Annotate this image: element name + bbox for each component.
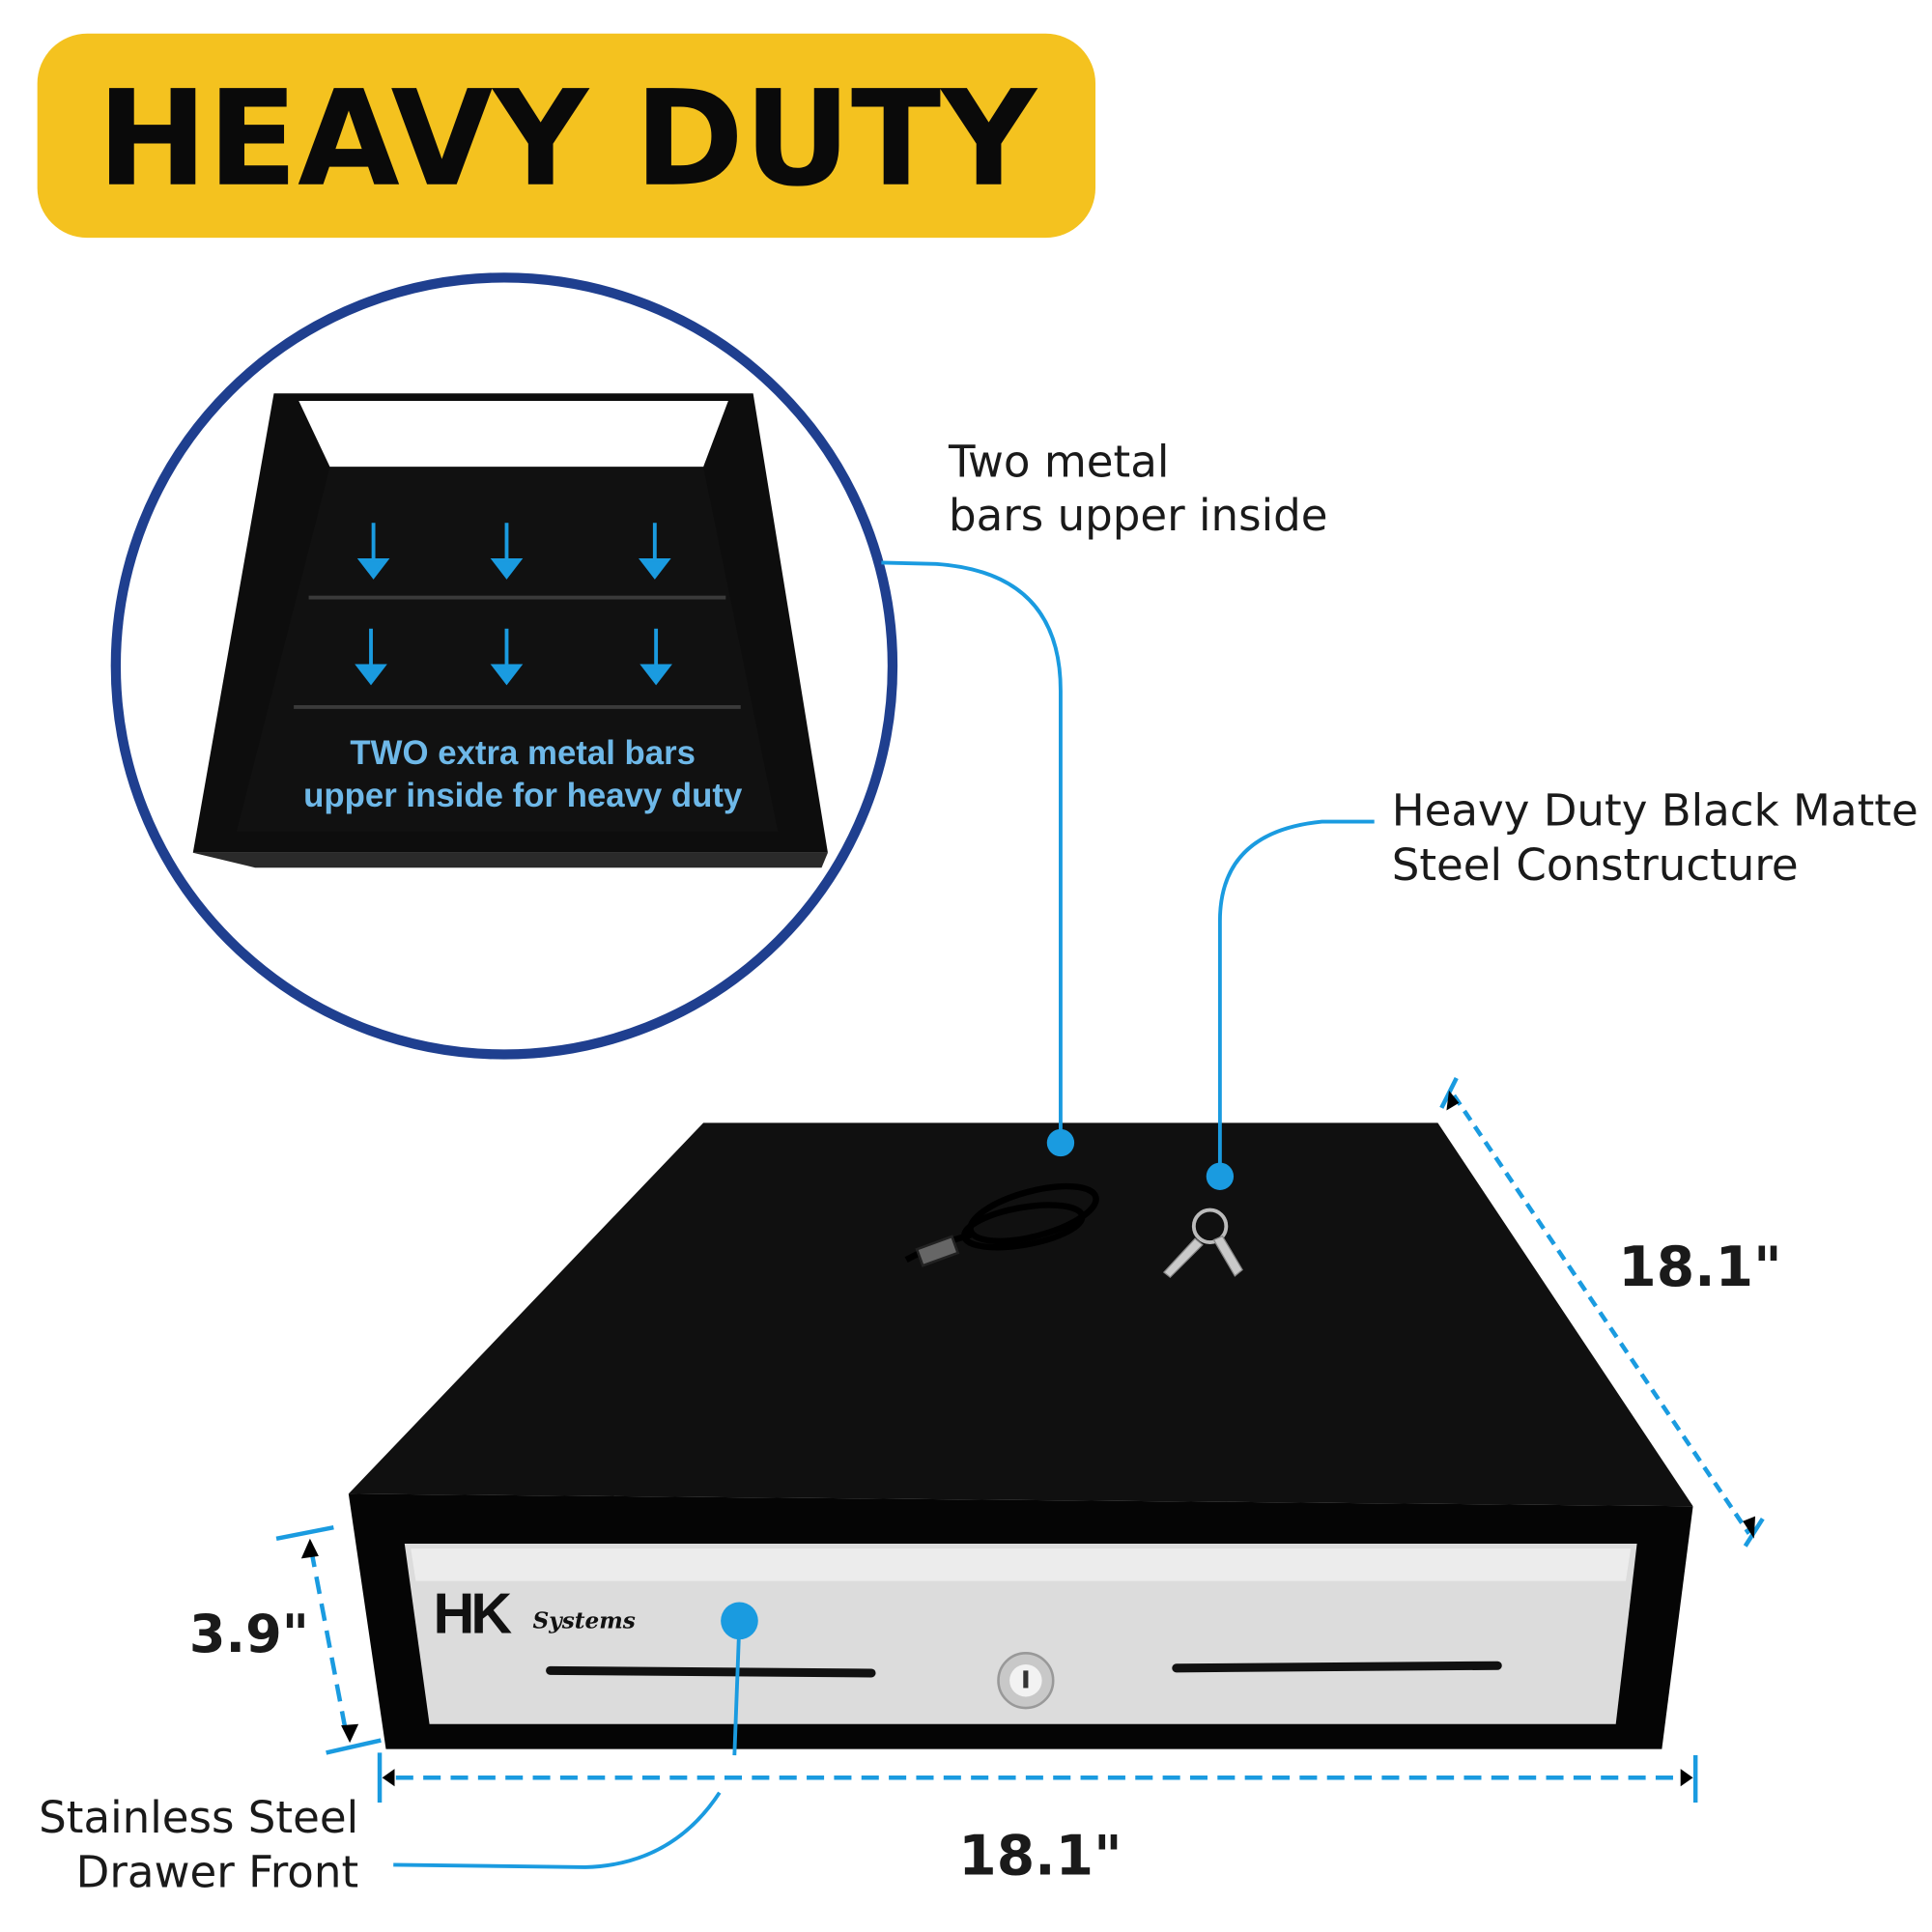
callout-dot-construction: [1206, 1162, 1235, 1190]
brand-logo: HK Systems: [433, 1581, 635, 1646]
callout-connectors: [393, 560, 1375, 1869]
dimension-arrowheads: [300, 1090, 1756, 1787]
callout-dot-bars: [1046, 1128, 1075, 1157]
arrow-down-icons: [355, 523, 672, 686]
callout-construction-line2: Steel Constructure: [1392, 839, 1799, 891]
dimension-height: 3.9": [189, 1604, 309, 1664]
callout-construction-line1: Heavy Duty Black Matte: [1392, 784, 1918, 836]
callout-front: Stainless Steel Drawer Front: [39, 1792, 358, 1898]
dimension-width: 18.1": [958, 1825, 1122, 1889]
callout-dot-front: [721, 1602, 758, 1640]
callout-metal-bars-line2: bars upper inside: [949, 490, 1328, 541]
callout-metal-bars-line1: Two metal: [948, 437, 1169, 488]
logo-main: HK: [433, 1581, 512, 1646]
lock-icon: [997, 1652, 1055, 1710]
callout-metal-bars: Two metal bars upper inside: [948, 437, 1328, 541]
heavy-duty-banner: HEAVY DUTY: [37, 33, 1096, 239]
logo-sub: Systems: [533, 1608, 636, 1634]
cable-icon: [904, 1182, 1099, 1267]
callout-construction: Heavy Duty Black Matte Steel Constructur…: [1392, 784, 1918, 891]
keys-icon: [1162, 1208, 1243, 1279]
inset-tray-image: TWO extra metal bars upper inside for he…: [110, 272, 898, 1060]
inset-caption-line1: TWO extra metal bars: [350, 735, 696, 772]
callout-front-line2: Drawer Front: [76, 1847, 358, 1898]
banner-title: HEAVY DUTY: [98, 63, 1039, 216]
dimension-depth: 18.1": [1618, 1236, 1781, 1299]
inset-caption-line2: upper inside for heavy duty: [303, 778, 743, 814]
cash-drawer-image: HK Systems: [348, 1122, 1693, 1749]
callout-front-line1: Stainless Steel: [39, 1792, 358, 1843]
